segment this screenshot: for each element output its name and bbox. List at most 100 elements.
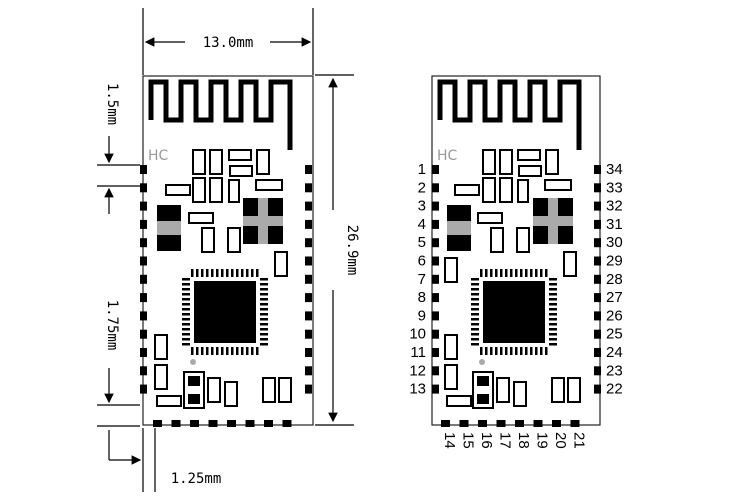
solder-pad	[140, 274, 147, 284]
solder-pad	[140, 201, 147, 211]
silkscreen-logo: HC	[148, 148, 169, 164]
chip-body	[194, 281, 256, 343]
pin-label-left: 5	[418, 234, 426, 251]
pin-label-bottom: 16	[478, 432, 495, 449]
solder-pad	[594, 366, 601, 376]
pin-label-right: 22	[606, 381, 623, 398]
width-dimension: 13.0mm	[203, 35, 254, 51]
solder-pad	[533, 420, 543, 427]
pin-label-bottom: 19	[534, 432, 551, 449]
pin-label-left: 9	[418, 307, 426, 324]
pin-label-left: 12	[409, 362, 426, 379]
pin-label-right: 29	[606, 253, 623, 270]
solder-pad	[305, 274, 312, 284]
right-side-pads	[305, 165, 312, 394]
right-side-pads-pinout	[594, 165, 601, 394]
qfn-chip-pinout	[471, 269, 557, 355]
solder-pad	[171, 420, 181, 427]
solder-pad	[496, 420, 506, 427]
solder-pad	[245, 420, 255, 427]
solder-pad	[305, 165, 312, 174]
pin-label-right: 26	[606, 307, 623, 324]
solder-pad	[478, 420, 487, 427]
pin-label-left: 1	[418, 161, 426, 178]
solder-pad	[432, 183, 439, 193]
pcb-antenna-pinout	[437, 79, 582, 150]
solder-pad	[432, 256, 439, 266]
pin-label-right: 32	[606, 198, 623, 215]
solder-pad	[140, 293, 147, 303]
solder-pad	[432, 348, 439, 357]
solder-pad	[432, 366, 439, 376]
solder-pad	[140, 311, 147, 321]
pin-label-right: 30	[606, 234, 623, 251]
pin-label-bottom: 17	[497, 432, 514, 449]
solder-pad	[140, 384, 147, 394]
solder-pad	[305, 293, 312, 303]
solder-pad	[190, 420, 199, 427]
solder-pad	[594, 201, 601, 211]
pin-pitch-dimension: 1.75mm	[104, 300, 120, 351]
solder-pad	[140, 348, 147, 357]
solder-pad	[305, 256, 312, 266]
solder-pad	[432, 293, 439, 303]
pin-label-right: 31	[606, 216, 623, 233]
antenna-gap-dimension: 1.5mm	[104, 83, 120, 125]
pin-label-right: 33	[606, 179, 623, 196]
pinout-module: HC	[409, 75, 623, 449]
solder-pad	[305, 366, 312, 376]
solder-pad	[140, 219, 147, 229]
solder-pad	[594, 256, 601, 266]
pin-label-bottom: 15	[460, 432, 477, 449]
pin-label-left: 6	[418, 253, 426, 270]
bottom-pads	[153, 420, 292, 427]
pin-label-right: 27	[606, 289, 623, 306]
solder-pad	[552, 420, 561, 427]
solder-pad	[305, 311, 312, 321]
solder-pad	[140, 238, 147, 248]
solder-pad	[432, 274, 439, 284]
pin-label-right: 34	[606, 161, 623, 178]
solder-pad	[594, 183, 601, 193]
pin-label-right: 28	[606, 271, 623, 288]
solder-pad	[432, 201, 439, 211]
height-dimension: 26.9mm	[344, 225, 360, 276]
solder-pad	[594, 165, 601, 174]
solder-pad	[594, 384, 601, 394]
solder-pad	[441, 420, 450, 427]
solder-pad	[305, 238, 312, 248]
pin-label-right: 24	[606, 344, 623, 361]
dimension-lines	[97, 8, 354, 492]
left-side-pads-pinout	[432, 165, 439, 394]
pin-label-bottom: 14	[441, 432, 458, 449]
solder-pad	[594, 293, 601, 303]
solder-pad	[227, 420, 236, 427]
solder-pad	[515, 420, 524, 427]
solder-pad	[594, 348, 601, 357]
solder-pad	[140, 165, 147, 174]
solder-pad	[432, 329, 439, 339]
solder-pad	[594, 219, 601, 229]
pin-label-left: 10	[409, 326, 426, 343]
solder-pad	[432, 165, 439, 174]
solder-pad	[594, 311, 601, 321]
pin-label-right: 23	[606, 362, 623, 379]
solder-pad	[208, 420, 218, 427]
pin-label-left: 2	[418, 179, 426, 196]
qfn-chip	[182, 269, 268, 355]
components	[154, 149, 292, 409]
pin-label-left: 7	[418, 271, 426, 288]
solder-pad	[305, 201, 312, 211]
chip-body	[483, 281, 545, 343]
solder-pad	[432, 384, 439, 394]
solder-pad	[305, 384, 312, 394]
pin-label-right: 25	[606, 326, 623, 343]
solder-pad	[282, 420, 292, 427]
pin-label-left: 13	[409, 381, 426, 398]
silkscreen-logo-pinout: HC	[437, 148, 458, 164]
pin-label-bottom: 18	[515, 432, 532, 449]
